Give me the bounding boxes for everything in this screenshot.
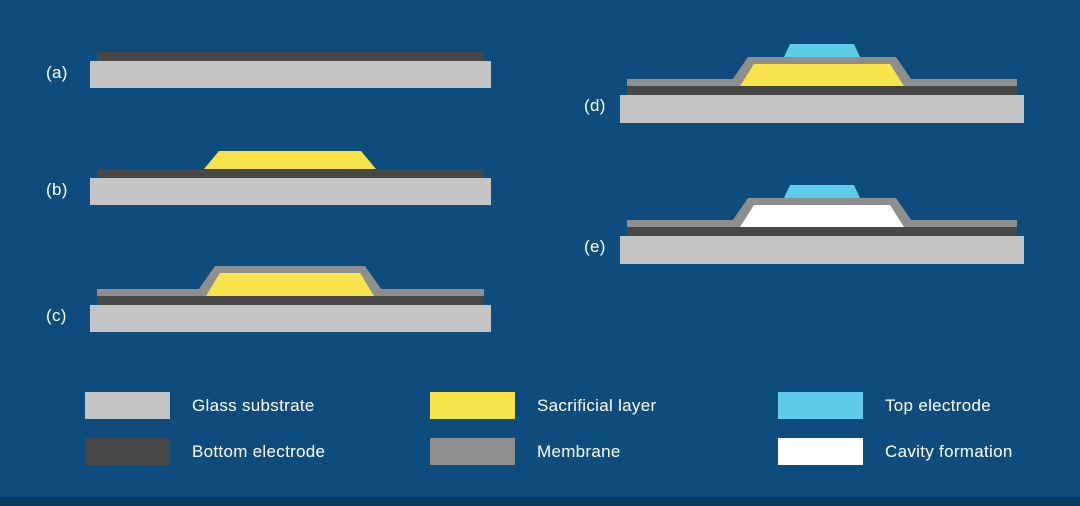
legend-item-sacrificial-layer: Sacrificial layer bbox=[430, 392, 656, 419]
sacrificial-layer bbox=[740, 64, 904, 86]
panel-d-structure bbox=[620, 44, 1024, 123]
legend-label: Bottom electrode bbox=[192, 441, 326, 461]
legend-item-top-electrode: Top electrode bbox=[778, 392, 991, 419]
membrane-swatch bbox=[430, 438, 515, 465]
cavity-formation-swatch bbox=[778, 438, 863, 465]
bottom-electrode-swatch bbox=[85, 438, 170, 465]
sacrificial-layer-swatch bbox=[430, 392, 515, 419]
bottom-electrode-layer bbox=[97, 169, 484, 178]
sacrificial-layer bbox=[206, 273, 374, 296]
legend-label: Top electrode bbox=[885, 395, 991, 415]
panel-label-d: (d) bbox=[584, 96, 606, 115]
bottom-electrode-layer bbox=[97, 296, 484, 305]
glass-substrate-swatch bbox=[85, 392, 170, 419]
top-electrode-layer bbox=[784, 44, 860, 57]
cavity-layer bbox=[740, 205, 904, 227]
legend-item-bottom-electrode: Bottom electrode bbox=[85, 438, 325, 465]
legend-label: Sacrificial layer bbox=[537, 395, 657, 415]
panel-label-e: (e) bbox=[584, 237, 606, 256]
panel-label-c: (c) bbox=[46, 306, 67, 325]
legend-label: Cavity formation bbox=[885, 441, 1013, 461]
glass-substrate-layer bbox=[620, 236, 1024, 264]
legend-label: Membrane bbox=[537, 441, 621, 461]
panel-e-structure bbox=[620, 185, 1024, 264]
legend-item-glass-substrate: Glass substrate bbox=[85, 392, 315, 419]
glass-substrate-layer bbox=[90, 61, 491, 88]
legend-item-cavity-formation: Cavity formation bbox=[778, 438, 1013, 465]
panel-label-a: (a) bbox=[46, 63, 68, 82]
panel-b-structure bbox=[90, 151, 491, 205]
glass-substrate-layer bbox=[620, 95, 1024, 123]
bottom-electrode-layer bbox=[97, 52, 484, 61]
panel-label-b: (b) bbox=[46, 180, 68, 199]
footer-accent-bar bbox=[0, 497, 1080, 506]
legend-label: Glass substrate bbox=[192, 395, 315, 415]
legend-item-membrane: Membrane bbox=[430, 438, 621, 465]
panel-c-structure bbox=[90, 266, 491, 332]
top-electrode-swatch bbox=[778, 392, 863, 419]
glass-substrate-layer bbox=[90, 305, 491, 332]
sacrificial-layer bbox=[204, 151, 376, 169]
bottom-electrode-layer bbox=[627, 86, 1017, 95]
bottom-electrode-layer bbox=[627, 227, 1017, 236]
panel-a-structure bbox=[90, 52, 491, 88]
top-electrode-layer bbox=[784, 185, 860, 198]
glass-substrate-layer bbox=[90, 178, 491, 205]
